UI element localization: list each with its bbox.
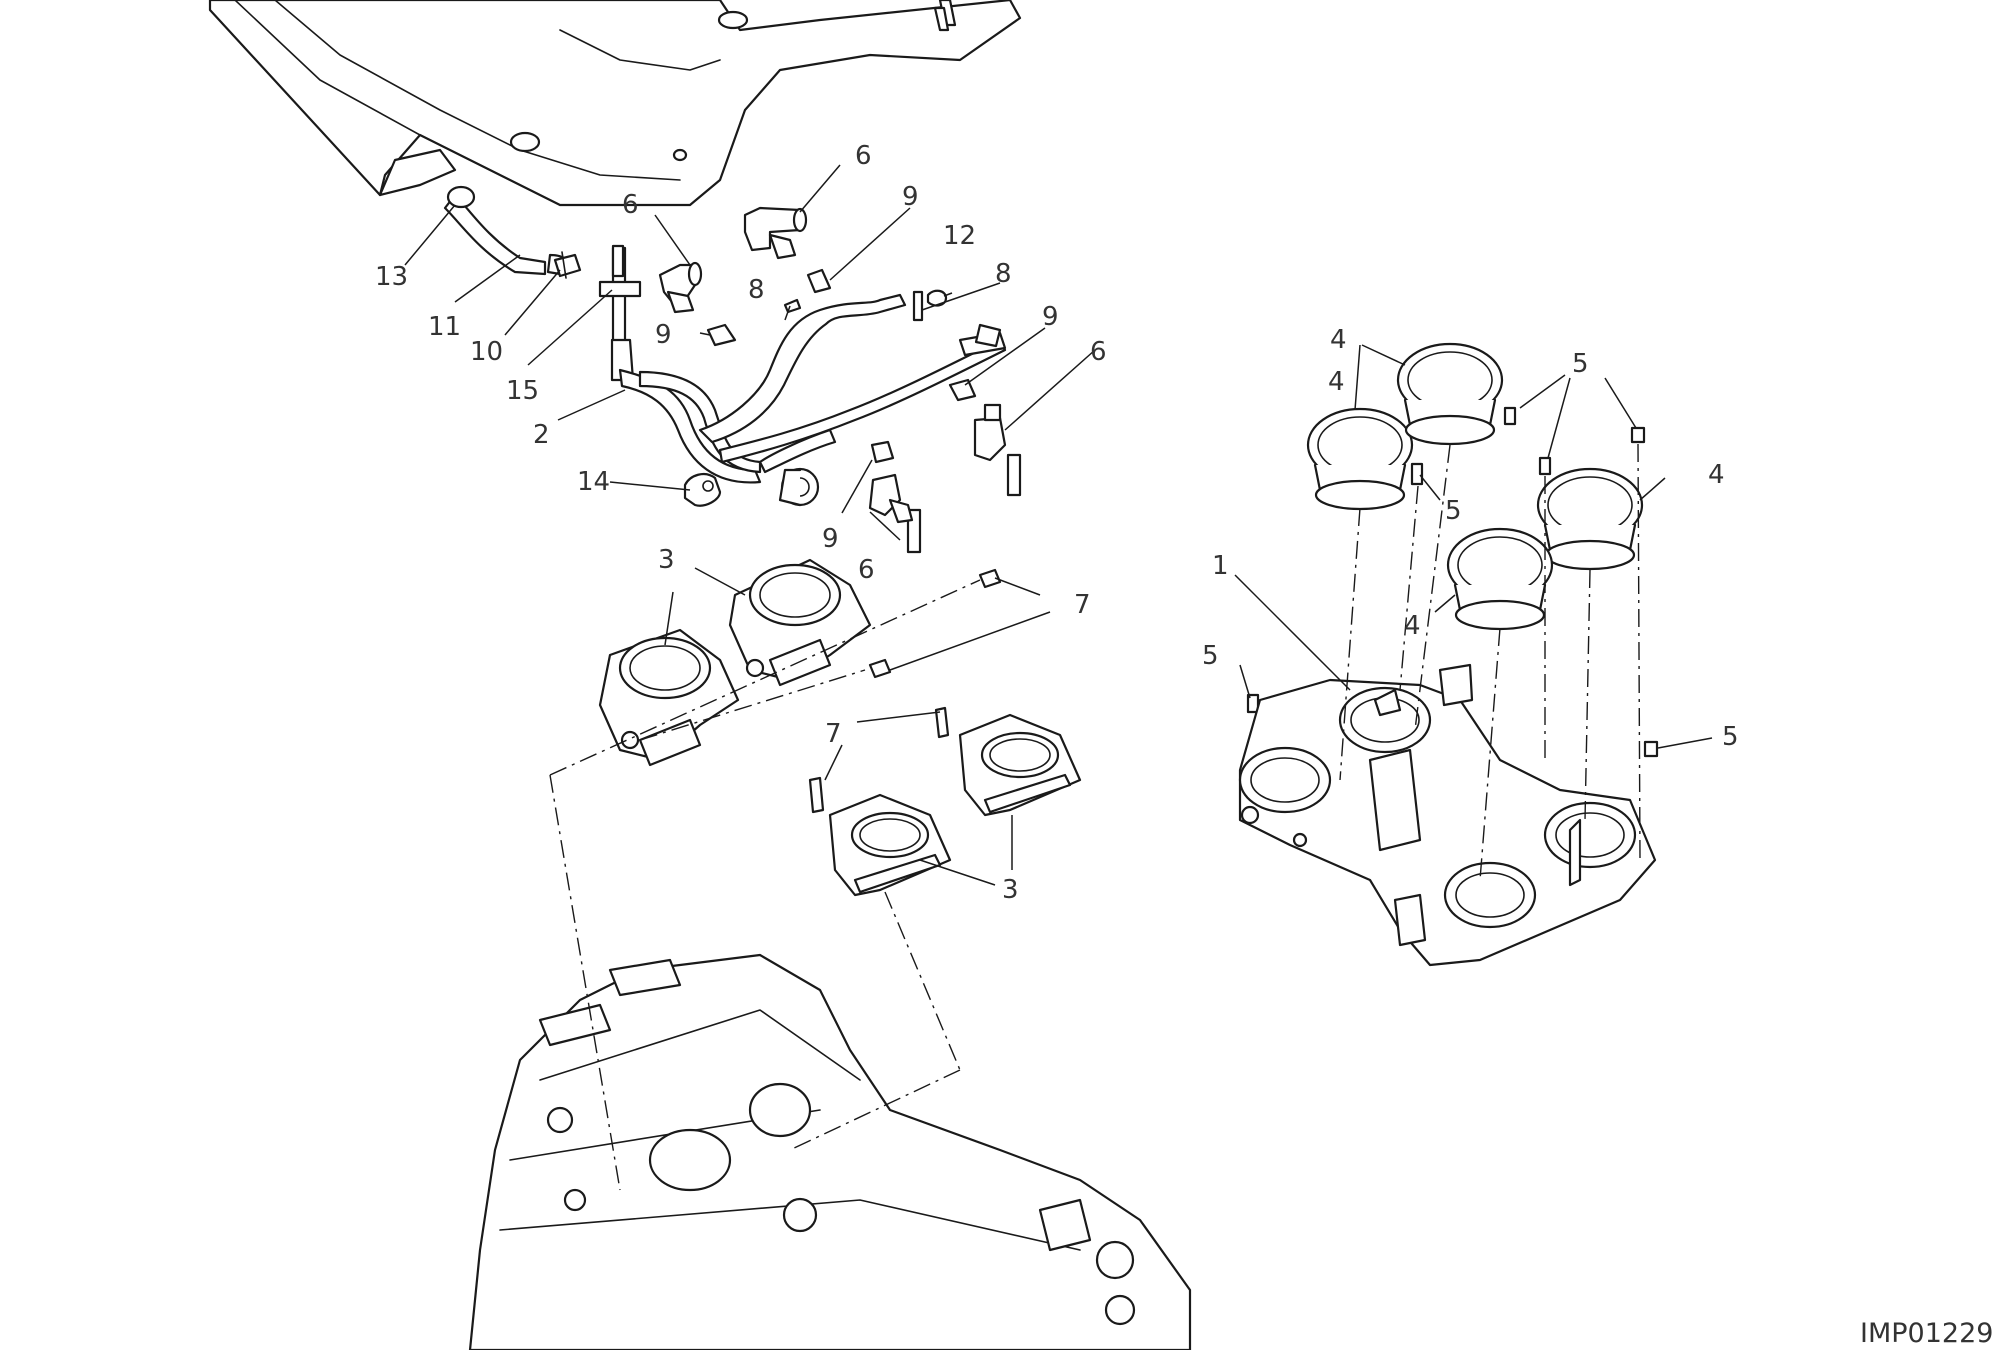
injector-bottom — [868, 473, 922, 554]
callout-8: 8 — [995, 259, 1012, 289]
callout-5: 5 — [1722, 722, 1739, 752]
throttle-body — [1238, 663, 1657, 967]
callout-9: 9 — [655, 320, 672, 350]
callout-3: 3 — [658, 545, 675, 575]
callout-labels: 1 2 3 3 4 4 4 4 5 5 5 5 6 6 6 6 7 7 8 8 … — [375, 141, 1739, 905]
t-fitting — [611, 244, 625, 278]
screw-5 — [1246, 406, 1659, 758]
callout-7: 7 — [825, 719, 842, 749]
callout-4: 4 — [1404, 611, 1421, 641]
callout-15: 15 — [506, 376, 539, 406]
callout-9: 9 — [902, 182, 919, 212]
air-funnel-3 — [1536, 467, 1644, 571]
injector-top — [743, 206, 808, 260]
callout-5: 5 — [1202, 641, 1219, 671]
callout-11: 11 — [428, 312, 461, 342]
hose-clamp — [553, 251, 582, 279]
callout-10: 10 — [470, 337, 503, 367]
callout-13: 13 — [375, 262, 408, 292]
leader-lines — [404, 164, 1713, 886]
screw-8 — [783, 290, 924, 322]
callout-1: 1 — [1212, 551, 1229, 581]
air-funnel-2 — [1396, 342, 1504, 446]
callout-2: 2 — [533, 420, 550, 450]
callout-4: 4 — [1328, 367, 1345, 397]
air-funnel-1 — [1306, 407, 1414, 511]
drawing-code: IMP01229 — [1860, 1318, 1993, 1349]
callout-4: 4 — [1708, 460, 1725, 490]
bracket — [683, 472, 722, 507]
callout-3: 3 — [1002, 875, 1019, 905]
callout-14: 14 — [577, 467, 610, 497]
callout-7: 7 — [1074, 590, 1091, 620]
airbox-housing — [208, 0, 1022, 207]
callout-6: 6 — [622, 190, 639, 220]
intake-spacer-lower-right — [958, 713, 1082, 817]
callout-12: 12 — [943, 221, 976, 251]
clip-9 — [706, 268, 977, 464]
callout-4: 4 — [1330, 325, 1347, 355]
injector-right — [973, 403, 1022, 497]
callout-6: 6 — [1090, 337, 1107, 367]
callout-5: 5 — [1572, 349, 1589, 379]
callout-6: 6 — [858, 555, 875, 585]
air-funnel-4 — [1446, 527, 1554, 631]
intake-spacer-upper-left — [598, 628, 740, 767]
cylinder-head — [468, 953, 1192, 1350]
intake-spacer-upper-right — [728, 558, 872, 687]
injector-left — [658, 261, 703, 314]
intake-spacer-lower-left — [828, 793, 952, 897]
callout-8: 8 — [748, 275, 765, 305]
callout-5: 5 — [1445, 496, 1462, 526]
fuel-hoses — [443, 185, 1007, 507]
clip — [926, 289, 948, 307]
callout-6: 6 — [855, 141, 872, 171]
callout-9: 9 — [822, 524, 839, 554]
alignment-lines — [549, 443, 1641, 1191]
callout-9: 9 — [1042, 302, 1059, 332]
screw-7 — [808, 568, 1002, 814]
